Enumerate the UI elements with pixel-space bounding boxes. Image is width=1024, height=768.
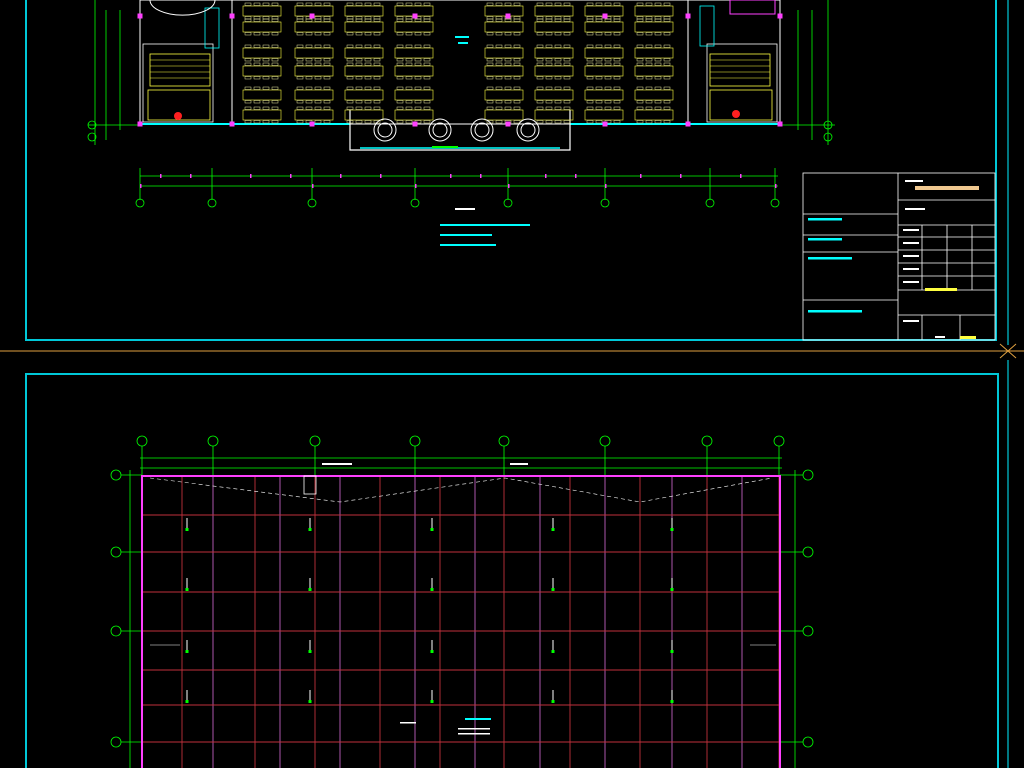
dining-table-group: [484, 44, 524, 62]
dining-table-group: [394, 106, 434, 124]
column-marker-base: [185, 650, 189, 653]
dining-table-group: [484, 86, 524, 104]
column-dot: [602, 13, 608, 19]
dining-table-group: [584, 106, 624, 124]
dining-table-group: [242, 106, 282, 124]
dining-table-group: [534, 44, 574, 62]
column-marker-base: [551, 700, 555, 703]
dining-table-group: [294, 62, 334, 80]
upper-seating-furniture: [137, 2, 783, 127]
lower-roof-boundary: [141, 475, 781, 768]
column-dot: [412, 121, 418, 127]
lower-column-markers: [185, 518, 674, 703]
dining-table-group: [242, 44, 282, 62]
dining-table-group: [344, 106, 384, 124]
dining-table-group: [584, 86, 624, 104]
dining-table-group: [294, 86, 334, 104]
dining-table-group: [242, 62, 282, 80]
lower-sheet-frame: [25, 360, 1009, 768]
column-marker-base: [430, 528, 434, 531]
column-marker-base: [551, 588, 555, 591]
dining-table-group: [394, 44, 434, 62]
column-marker-base: [308, 650, 312, 653]
column-dot: [137, 13, 143, 19]
sheet-corner-marker: [999, 343, 1017, 359]
column-marker-base: [308, 528, 312, 531]
dining-table-group: [534, 18, 574, 36]
column-dot: [412, 13, 418, 19]
dining-table-group: [294, 18, 334, 36]
upper-dimension-ticks: [140, 174, 777, 188]
column-marker-base: [308, 588, 312, 591]
column-dot: [505, 13, 511, 19]
dining-table-group: [534, 62, 574, 80]
dining-table-group: [242, 18, 282, 36]
dining-table-group: [634, 44, 674, 62]
upper-stair-left: [142, 0, 220, 123]
upper-plan-title: [432, 36, 530, 246]
dining-table-group: [584, 44, 624, 62]
column-marker-base: [185, 700, 189, 703]
dining-table-group: [534, 106, 574, 124]
dining-table-group: [344, 44, 384, 62]
column-dot: [685, 121, 691, 127]
upper-round-tables: [373, 118, 540, 142]
column-marker-base: [670, 700, 674, 703]
lower-plan-title: [322, 463, 528, 735]
column-dot: [229, 121, 235, 127]
column-marker-base: [551, 650, 555, 653]
column-marker-base: [185, 528, 189, 531]
column-dot: [777, 121, 783, 127]
dining-table-group: [634, 106, 674, 124]
column-marker-base: [670, 650, 674, 653]
dining-table-group: [534, 86, 574, 104]
dining-table-group: [634, 18, 674, 36]
upper-axis-lines: [87, 0, 835, 208]
dining-table-group: [394, 18, 434, 36]
dining-table-group: [484, 18, 524, 36]
column-dot: [137, 121, 143, 127]
dining-table-group: [344, 86, 384, 104]
column-marker-base: [430, 650, 434, 653]
dining-table-group: [584, 62, 624, 80]
column-marker-base: [430, 700, 434, 703]
column-marker-base: [551, 528, 555, 531]
column-dot: [229, 13, 235, 19]
column-dot: [309, 13, 315, 19]
dining-table-group: [584, 18, 624, 36]
dining-table-group: [294, 44, 334, 62]
column-dot: [602, 121, 608, 127]
dining-table-group: [344, 62, 384, 80]
column-dot: [505, 121, 511, 127]
dining-table-group: [534, 2, 574, 20]
column-marker-base: [670, 588, 674, 591]
title-block: [802, 172, 996, 341]
dining-table-group: [394, 86, 434, 104]
column-marker-base: [185, 588, 189, 591]
dining-table-group: [394, 62, 434, 80]
dining-table-group: [294, 106, 334, 124]
upper-stair-right: [699, 0, 778, 123]
dining-table-group: [634, 86, 674, 104]
title-block-text: [808, 180, 979, 339]
column-marker-base: [308, 700, 312, 703]
dining-table-group: [344, 18, 384, 36]
column-marker-base: [430, 588, 434, 591]
dining-table-group: [484, 106, 524, 124]
dining-table-group: [242, 86, 282, 104]
dining-table-group: [634, 62, 674, 80]
column-dot: [777, 13, 783, 19]
column-dot: [309, 121, 315, 127]
lower-axis-lines: [110, 435, 814, 768]
column-dot: [685, 13, 691, 19]
column-marker-base: [670, 528, 674, 531]
dining-table-group: [484, 62, 524, 80]
upper-sheet-frame: [0, 0, 1024, 352]
